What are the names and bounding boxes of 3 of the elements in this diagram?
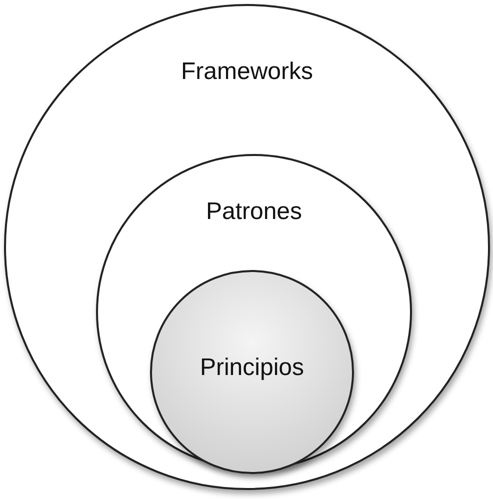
circle-label: Principios	[200, 354, 304, 382]
circle-label: Frameworks	[180, 58, 313, 86]
circle-label: Patrones	[206, 198, 302, 226]
